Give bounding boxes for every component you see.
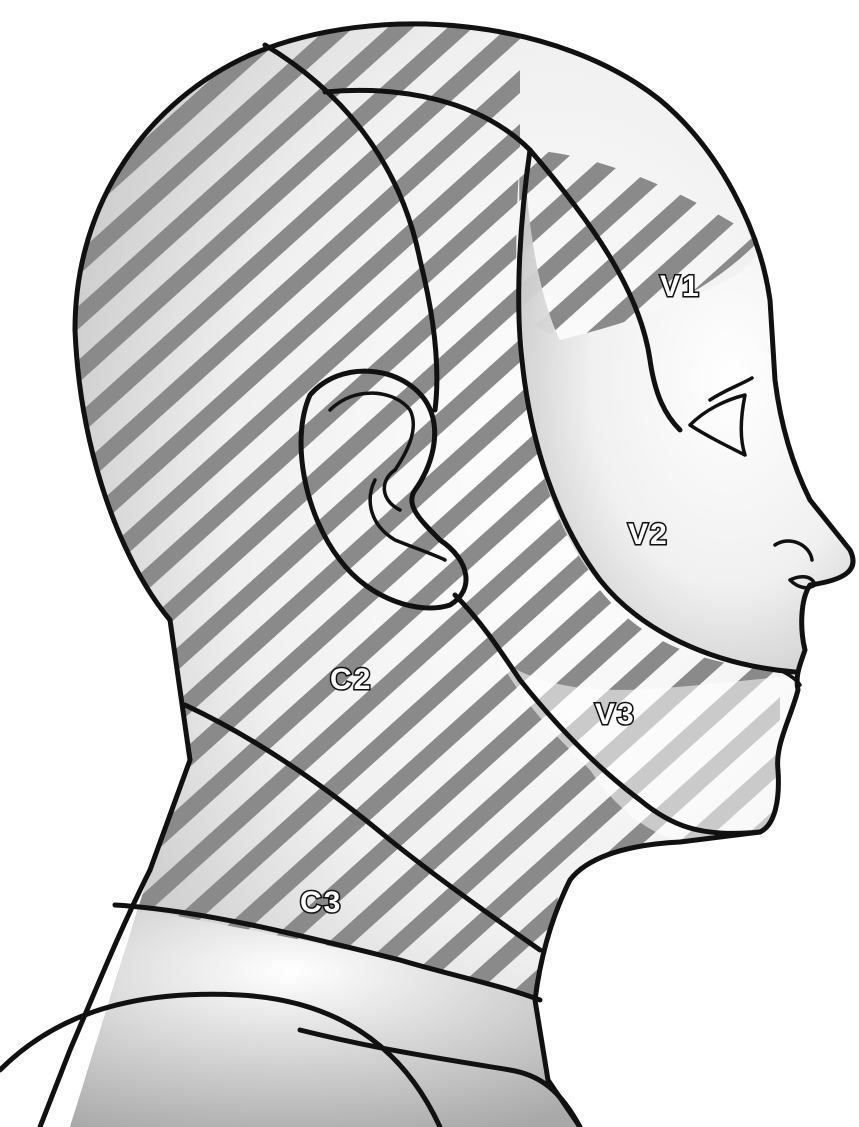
- label-v2: V2: [628, 520, 669, 550]
- label-v1: V1: [660, 272, 701, 302]
- label-c2: C2: [330, 665, 372, 695]
- label-c3: C3: [300, 888, 342, 918]
- label-v3: V3: [595, 700, 636, 730]
